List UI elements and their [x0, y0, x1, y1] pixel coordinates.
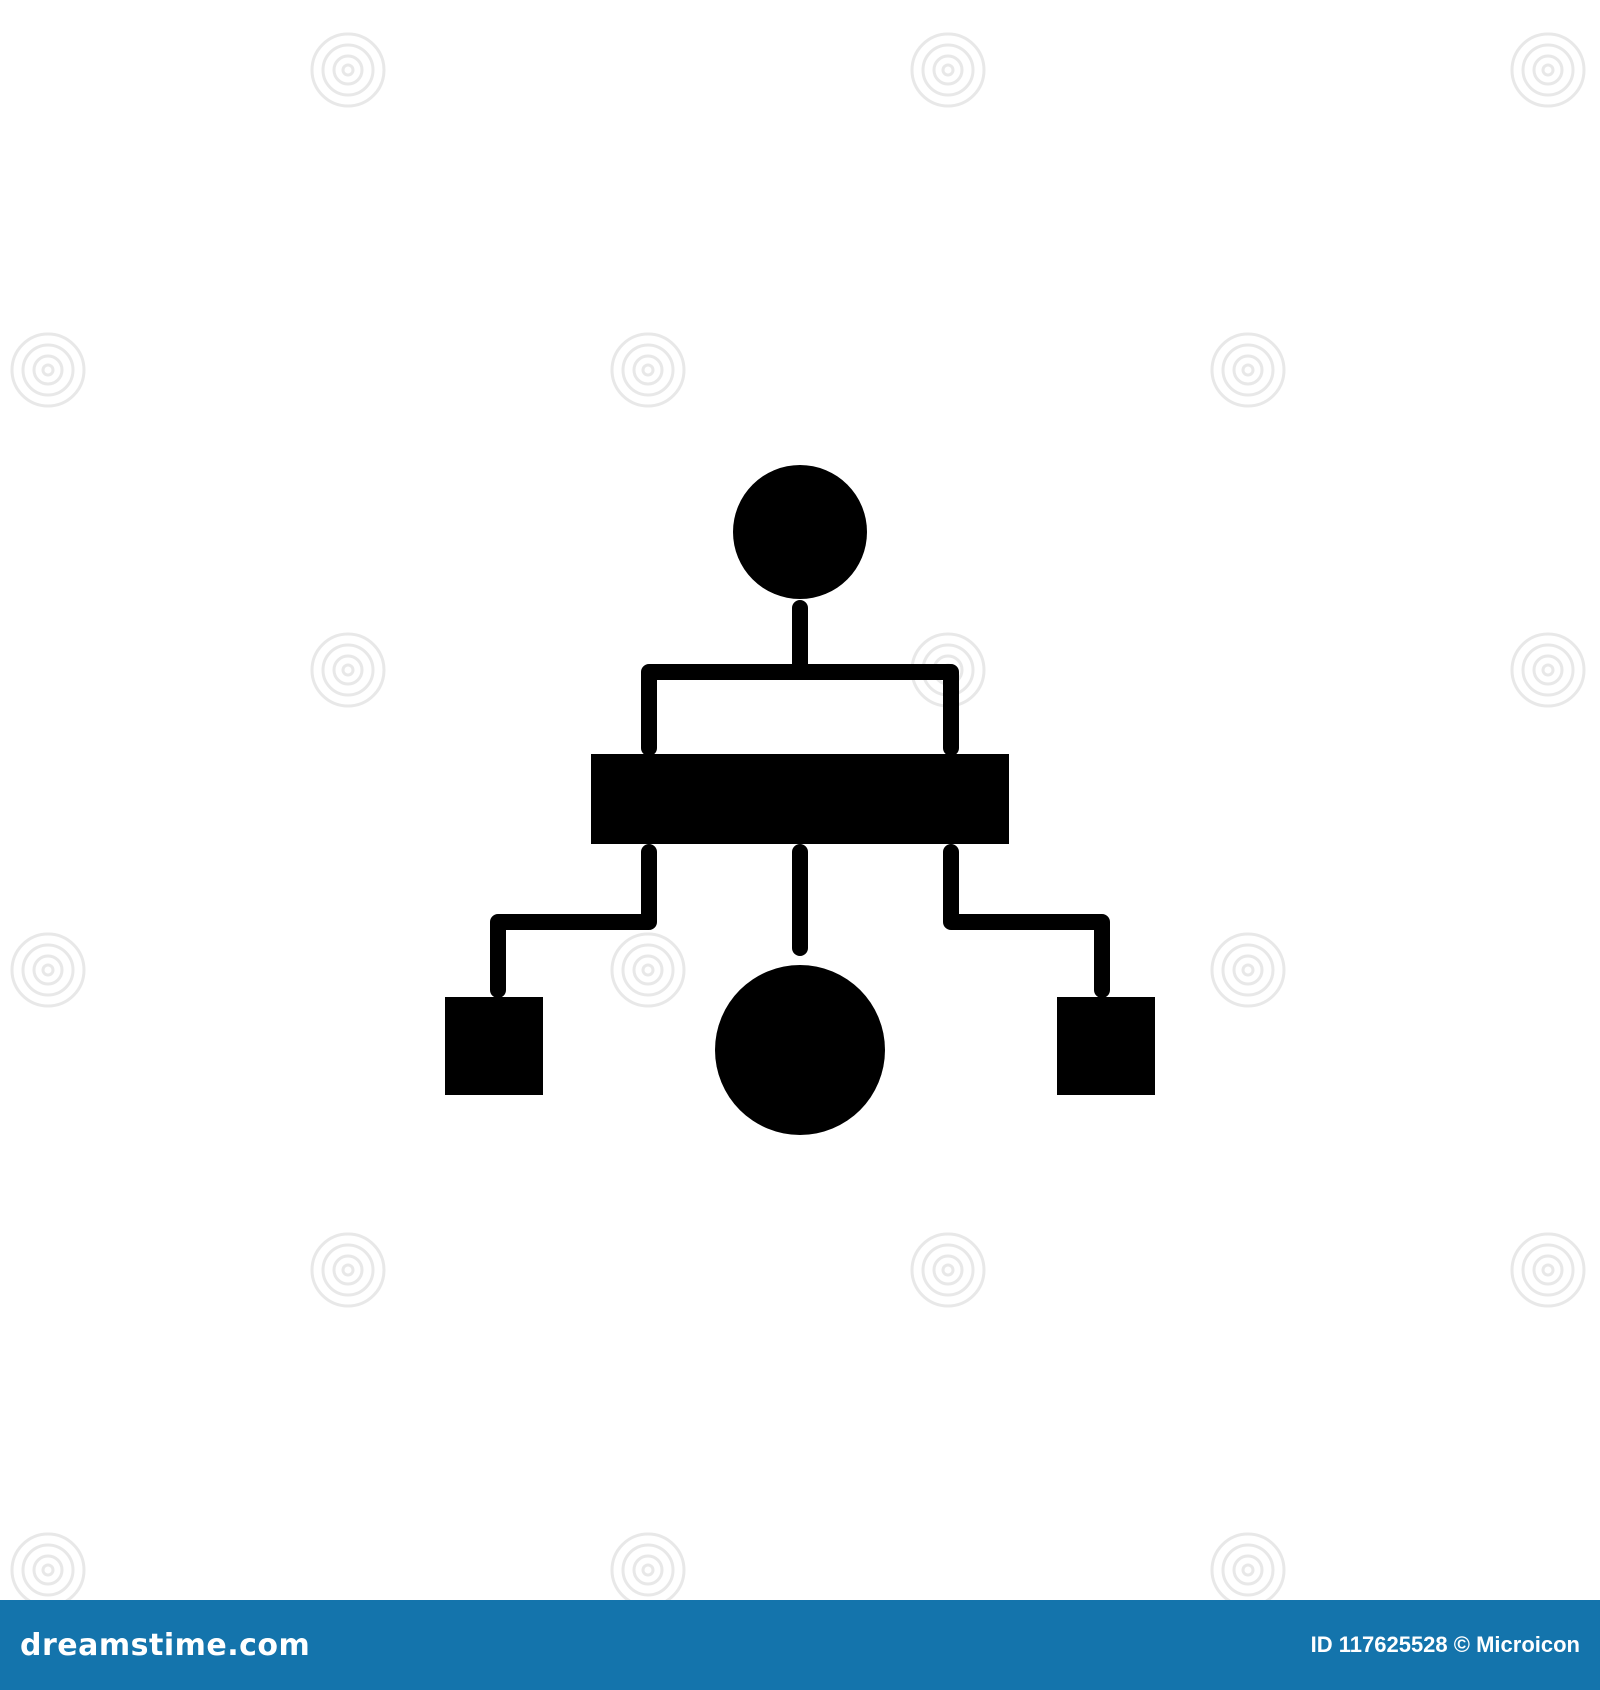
image-credit: ID 117625528 © Microicon: [1310, 1632, 1580, 1657]
central-bar: [591, 754, 1009, 844]
bottom-node-circle: [715, 965, 885, 1135]
left-connector: [490, 844, 657, 998]
dreamstime-logo: dreamstime.com: [20, 1627, 311, 1663]
hierarchy-flowchart-icon: [445, 465, 1155, 1135]
footer-bar: dreamstime.com ID 117625528 © Microicon: [0, 1600, 1600, 1690]
right-node-square: [1057, 997, 1155, 1095]
right-connector: [943, 844, 1110, 998]
top-connector: [641, 600, 959, 756]
top-node-circle: [733, 465, 867, 599]
left-node-square: [445, 997, 543, 1095]
